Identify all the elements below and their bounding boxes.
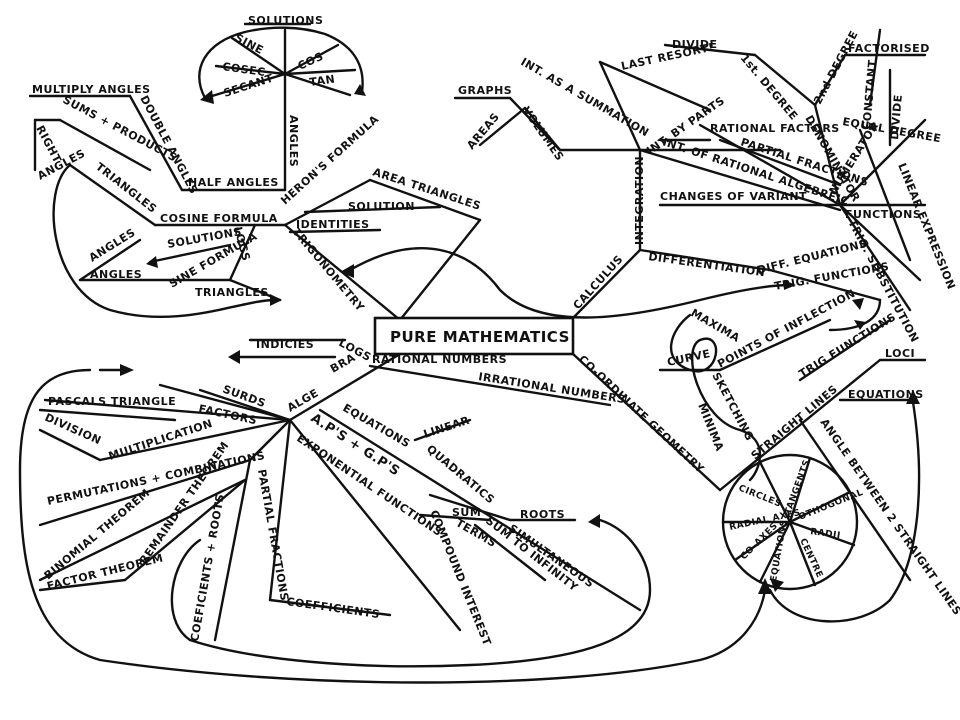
center-label: PURE MATHEMATICS bbox=[390, 328, 570, 346]
label-circles: CIRCLES bbox=[737, 484, 783, 510]
label-constant: CONSTANT bbox=[860, 59, 879, 130]
label-factorised: FACTORISED bbox=[848, 42, 930, 55]
label-rational-numbers: RATIONAL NUMBERS bbox=[372, 353, 507, 366]
label-changes-of-variant: CHANGES OF VARIANT bbox=[660, 190, 807, 203]
label-volumes: VOLUMES bbox=[520, 104, 567, 163]
coordinate-geometry bbox=[571, 352, 927, 623]
label-functions: FUNCTIONS bbox=[845, 208, 921, 221]
label-solution: SOLUTION bbox=[348, 200, 415, 213]
label-tan: TAN bbox=[309, 72, 336, 88]
label-cosec: COSEC bbox=[222, 60, 267, 79]
label-angles: ANGLES bbox=[287, 115, 300, 167]
label-first-degree: 1st. DEGREE bbox=[738, 52, 801, 123]
label-roots: ROOTS bbox=[520, 508, 565, 521]
label-surds: SURDS bbox=[221, 383, 268, 411]
label-sum-to-infinity: SUM TO INFINITY bbox=[483, 514, 581, 594]
label-coordinate-geometry: CO-ORDINATE GEOMETRY bbox=[576, 353, 707, 477]
label-loci: LOCI bbox=[885, 347, 915, 360]
label-divide-right: DIVIDE bbox=[888, 94, 905, 140]
label-divide-top: DIVIDE bbox=[672, 38, 717, 51]
label-rational-factors: RATIONAL FACTORS bbox=[710, 122, 840, 135]
label-algebra-bra: BRA bbox=[328, 351, 358, 376]
label-trigonometry: TRIGONOMETRY bbox=[290, 226, 368, 315]
label-cos: COS bbox=[296, 50, 326, 73]
label-radii: RADII bbox=[810, 527, 842, 541]
trig-branches bbox=[28, 94, 482, 322]
label-sine: SINE bbox=[233, 31, 266, 57]
label-cosine-formula: COSINE FORMULA bbox=[160, 212, 278, 225]
label-angles-small2: ANGLES bbox=[90, 268, 142, 281]
label-triangles-low: TRIANGLES bbox=[195, 286, 269, 299]
label-equations-geo: EQUATIONS bbox=[848, 388, 924, 401]
label-identities: IDENTITIES bbox=[296, 218, 370, 231]
label-sum: SUM bbox=[452, 506, 481, 519]
calculus-branches bbox=[340, 28, 927, 382]
label-maxima: MAXIMA bbox=[689, 306, 743, 345]
trig-wheel bbox=[198, 22, 366, 192]
label-linear-expression: LINEAR EXPRESSION bbox=[895, 161, 958, 291]
label-half-angles: HALF ANGLES bbox=[188, 176, 279, 189]
label-simultaneous: SIMULTANEOUS bbox=[506, 522, 596, 591]
label-pascals-triangle: PASCALS TRIANGLE bbox=[48, 395, 176, 408]
label-minima: MINIMA bbox=[695, 401, 726, 453]
label-second-degree: 2nd DEGREE bbox=[811, 28, 861, 106]
label-division: DIVISION bbox=[43, 411, 103, 447]
label-linear: LINEAR bbox=[422, 414, 472, 441]
label-coefficients-roots: COEFICIENTS + ROOTS bbox=[188, 493, 227, 643]
label-integration: INTEGRATION bbox=[633, 156, 646, 245]
label-coefficients: COEFFICIENTS bbox=[286, 595, 381, 621]
algebra-branches bbox=[18, 338, 772, 684]
label-angle-between: ANGLE BETWEEN 2 STRAIGHT LINES bbox=[818, 416, 960, 618]
label-curve: CURVE bbox=[666, 347, 712, 369]
label-differentiation: DIFFERENTIATION bbox=[648, 250, 767, 279]
label-graphs: GRAPHS bbox=[458, 84, 512, 97]
label-solutions-top: SOLUTIONS bbox=[248, 14, 323, 27]
center-node: PURE MATHEMATICS bbox=[373, 316, 575, 356]
label-calculus: CALCULUS bbox=[571, 253, 626, 312]
label-permutations: PERMUTATIONS + COMBINATIONS bbox=[46, 449, 266, 508]
curve-sketching bbox=[658, 313, 832, 482]
label-indicies: INDICIES bbox=[256, 338, 314, 351]
label-multiply-angles: MULTIPLY ANGLES bbox=[32, 83, 151, 96]
